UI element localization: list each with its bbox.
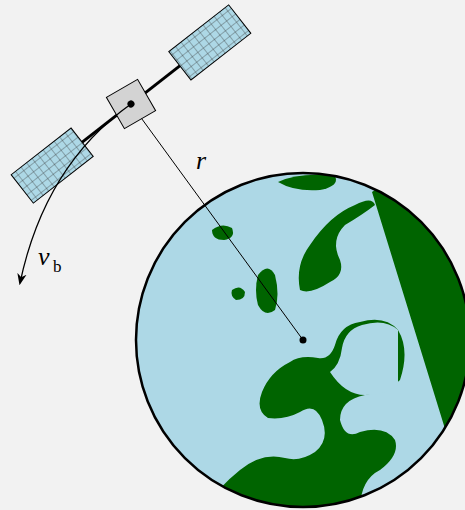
satellite [10, 3, 253, 205]
velocity-label: v [38, 244, 50, 270]
radius-line [131, 104, 303, 340]
center-dot [300, 337, 307, 344]
velocity-arrow [20, 104, 131, 283]
radius-label: r [196, 148, 206, 174]
velocity-subscript: b [53, 258, 62, 275]
earth [136, 170, 465, 510]
